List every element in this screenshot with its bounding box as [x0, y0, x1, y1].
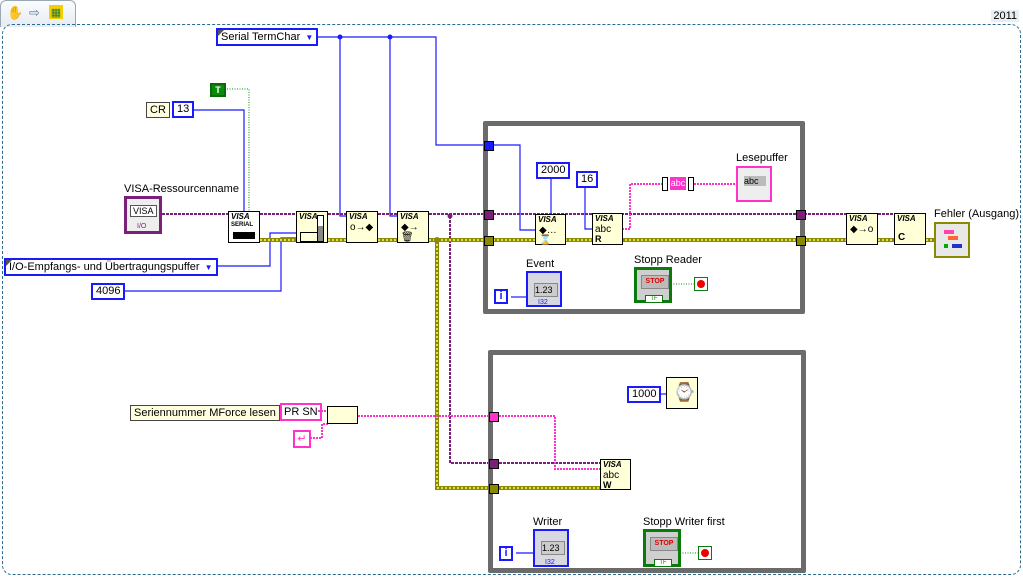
- wire-16: [584, 188, 592, 230]
- block-diagram: [2, 24, 1021, 575]
- wire-termchar-branch1: [339, 37, 346, 217]
- toolbar-tab: ✋ ⇨ ▦: [0, 0, 76, 27]
- string-tunnel: [489, 412, 499, 422]
- wire-termchar-inner: [488, 144, 535, 231]
- concatenate-strings-node[interactable]: [327, 406, 358, 424]
- visa-close-node[interactable]: VISA C: [894, 213, 926, 245]
- error-tunnel-in: [484, 236, 494, 246]
- pr-sn-string-constant[interactable]: PR SN: [280, 403, 322, 421]
- event-label: Event: [526, 258, 555, 270]
- termchar-tunnel: [484, 141, 494, 151]
- string-conversion-node[interactable]: abc: [662, 177, 694, 191]
- numeric-wires: [124, 36, 666, 554]
- visa-disable-event-node[interactable]: VISA ◆→o: [846, 213, 878, 245]
- writer-label: Writer: [533, 516, 563, 528]
- event-indicator: 1.23 I32: [526, 271, 562, 307]
- vi-icon[interactable]: ▦: [49, 5, 63, 19]
- visa-tunnel-in: [484, 210, 494, 220]
- stopp-reader-label: Stopp Reader: [634, 254, 702, 266]
- stopp-reader-button[interactable]: STOP TF: [634, 267, 672, 303]
- visa-read-node[interactable]: VISA abc R: [592, 213, 623, 245]
- reader-loop-stop-terminal: [694, 277, 708, 291]
- byte-count-constant[interactable]: 16: [576, 171, 599, 188]
- timeout-constant[interactable]: 2000: [536, 162, 571, 179]
- wait-ms-node[interactable]: ⌚: [666, 377, 698, 409]
- visa-tunnel-out: [796, 210, 806, 220]
- char-code-constant[interactable]: 13: [172, 101, 195, 118]
- visa-enable-event-node[interactable]: VISA o→◆: [346, 211, 378, 243]
- error-tunnel-out: [796, 236, 806, 246]
- arrow-right-icon[interactable]: ⇨: [29, 5, 40, 20]
- clock-icon: ⌚: [673, 382, 696, 402]
- writer-indicator: 1.23 I32: [533, 529, 569, 567]
- serial-termchar-ring[interactable]: Serial TermChar: [216, 28, 319, 46]
- writer-visa-tunnel: [489, 459, 499, 469]
- cr-comment: CR: [146, 102, 170, 118]
- io-buffer-ring[interactable]: I/O-Empfangs- und Übertragungspuffer: [4, 258, 218, 276]
- visa-configure-serial-node[interactable]: VISA SERIAL: [228, 211, 260, 243]
- version-label: 2011: [991, 10, 1019, 22]
- seriennummer-comment: Seriennummer MForce lesen: [130, 405, 280, 421]
- writer-loop-stop-terminal: [698, 546, 712, 560]
- visa-set-buffer-node[interactable]: VISA: [296, 211, 328, 243]
- visa-resource-label: VISA-Ressourcenname: [124, 183, 239, 195]
- visa-discard-events-node[interactable]: VISA ◆→🗑: [397, 211, 429, 243]
- stopp-writer-button[interactable]: STOP TF: [643, 529, 681, 567]
- lesepuffer-label: Lesepuffer: [736, 152, 788, 164]
- end-of-line-constant[interactable]: ↵: [293, 430, 311, 448]
- visa-resource-control[interactable]: VISA I/O: [124, 196, 162, 234]
- hand-icon[interactable]: ✋: [7, 5, 24, 20]
- true-constant[interactable]: T: [210, 83, 226, 97]
- error-out-indicator: [934, 222, 970, 258]
- fehler-ausgang-label: Fehler (Ausgang): [934, 208, 1019, 220]
- writer-iteration-terminal: i: [499, 546, 513, 561]
- wire-termchar-branch2: [389, 37, 397, 217]
- buffer-size-constant[interactable]: 4096: [91, 283, 126, 300]
- stopp-writer-label: Stopp Writer first: [643, 516, 725, 528]
- wire-termchar: [308, 36, 488, 146]
- visa-write-node[interactable]: VISA abc W: [600, 459, 631, 490]
- iteration-terminal: i: [494, 289, 508, 304]
- writer-error-tunnel: [489, 484, 499, 494]
- lesepuffer-indicator: abc: [736, 166, 772, 202]
- wire-13: [191, 109, 245, 212]
- wire-buffer-ring: [212, 232, 296, 267]
- visa-wait-on-event-node[interactable]: VISA ◆…⌛: [535, 214, 566, 246]
- wait-ms-constant[interactable]: 1000: [627, 386, 662, 403]
